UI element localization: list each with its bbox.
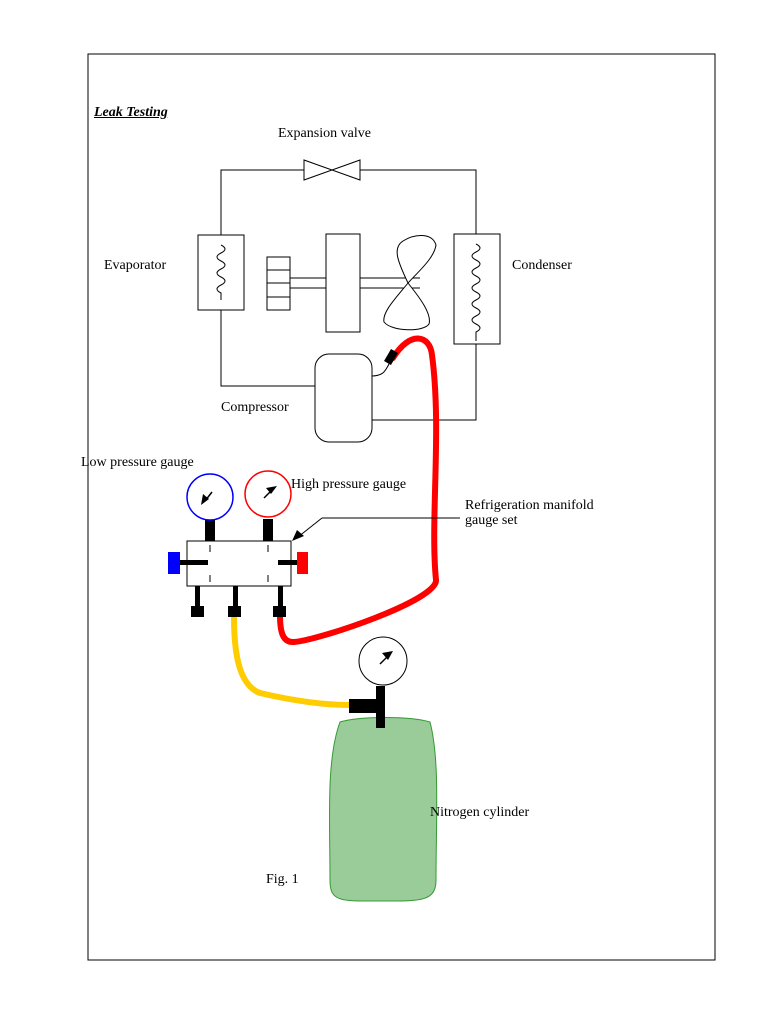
figure-caption: Fig. 1 <box>266 872 299 887</box>
manifold-pointer <box>292 517 460 541</box>
low-pressure-gauge-label: Low pressure gauge <box>81 455 194 470</box>
compressor <box>314 353 373 443</box>
evaporator-label: Evaporator <box>104 258 167 273</box>
nitrogen-cylinder-label: Nitrogen cylinder <box>430 805 530 820</box>
motor-block <box>325 233 361 333</box>
charging-hose <box>231 614 353 708</box>
refrigerant-piping <box>220 169 477 421</box>
page-title: Leak Testing <box>94 105 168 120</box>
cylinder-pressure-gauge <box>358 636 408 686</box>
high-side-hose <box>277 335 440 645</box>
cylinder-valve <box>349 686 385 728</box>
nitrogen-cylinder <box>328 717 438 902</box>
fan-icon <box>383 235 437 331</box>
fin-block <box>266 256 291 311</box>
manifold-label: Refrigeration manifold gauge set <box>465 498 594 528</box>
low-pressure-gauge <box>186 473 234 521</box>
high-pressure-gauge <box>244 470 292 518</box>
page-frame <box>87 53 716 961</box>
expansion-valve <box>303 159 361 181</box>
low-gauge-stem <box>205 519 215 541</box>
condenser-label: Condenser <box>512 258 572 273</box>
manifold-gauge-set <box>168 540 308 617</box>
compressor-label: Compressor <box>221 400 289 415</box>
expansion-valve-label: Expansion valve <box>278 126 371 141</box>
high-gauge-stem <box>263 519 273 541</box>
high-side-valve-knob <box>297 552 308 574</box>
low-side-valve-knob <box>168 552 180 574</box>
condenser <box>453 233 501 345</box>
hose-coupler <box>384 348 398 366</box>
high-pressure-gauge-label: High pressure gauge <box>291 477 407 492</box>
evaporator <box>197 234 245 311</box>
